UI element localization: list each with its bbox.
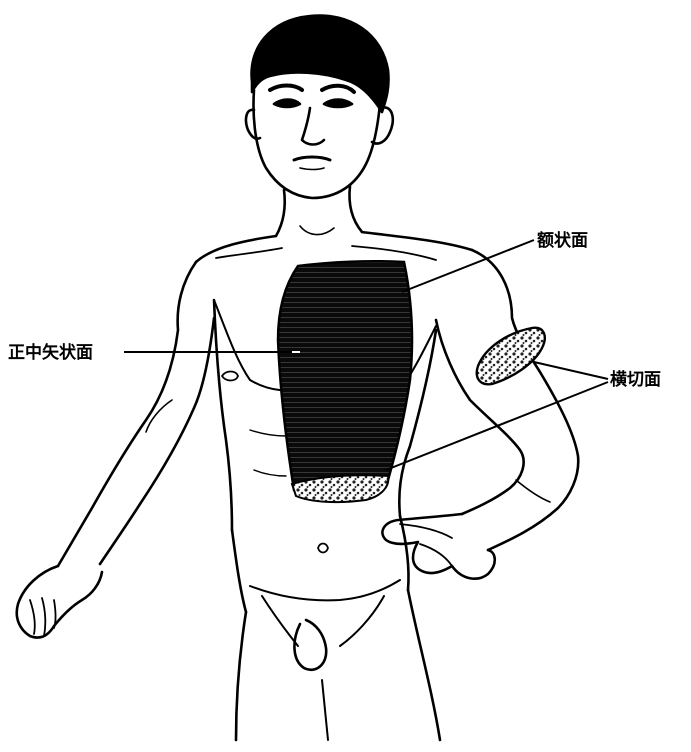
right-arm bbox=[58, 262, 196, 566]
torso-left-side bbox=[214, 300, 232, 530]
arm-transverse-section bbox=[477, 328, 545, 385]
label-coronal-plane: 额状面 bbox=[537, 231, 588, 251]
leader-transverse-torso bbox=[386, 382, 608, 470]
right-hand bbox=[17, 566, 102, 638]
right-leg bbox=[236, 612, 246, 740]
genitals bbox=[294, 620, 326, 670]
label-transverse-plane: 横切面 bbox=[610, 370, 661, 390]
coronal-plane bbox=[278, 261, 412, 490]
hair bbox=[252, 16, 389, 112]
label-median-sagittal-plane: 正中矢状面 bbox=[8, 343, 93, 363]
leader-transverse-arm bbox=[534, 362, 608, 379]
left-leg bbox=[408, 590, 440, 740]
